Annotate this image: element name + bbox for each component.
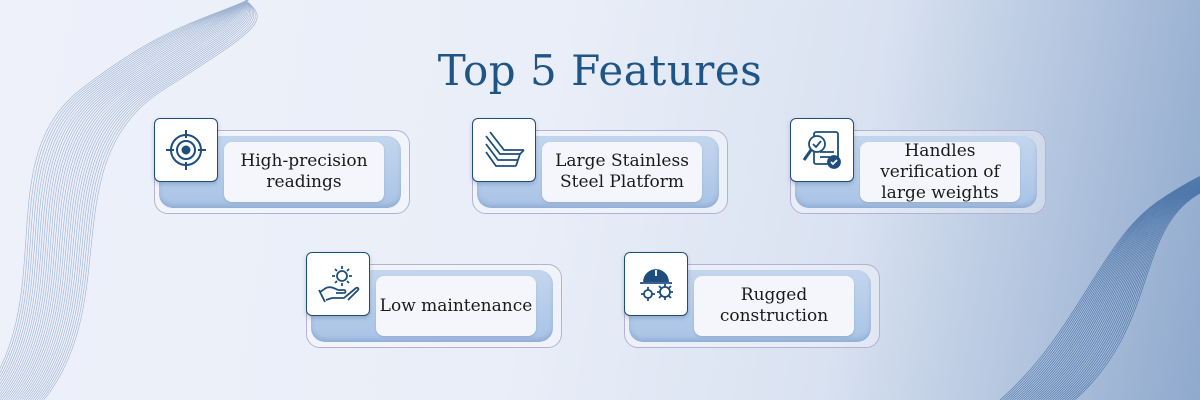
target-icon [154,118,218,182]
feature-card-high-precision: High-precision readings [154,118,410,214]
feature-label: Rugged construction [694,276,854,336]
feature-label: Large Stainless Steel Platform [542,142,702,202]
feature-label: Low maintenance [376,276,536,336]
steel-platform-icon [472,118,536,182]
checklist-search-icon [790,118,854,182]
feature-card-large-weights: Handles verification of large weights [790,118,1046,214]
feature-label: High-precision readings [224,142,384,202]
feature-card-rugged: Rugged construction [624,252,880,348]
feature-card-low-maintenance: Low maintenance [306,252,562,348]
feature-card-steel-platform: Large Stainless Steel Platform [472,118,728,214]
helmet-gears-icon [624,252,688,316]
feature-label: Handles verification of large weights [860,141,1020,203]
hand-gear-icon [306,252,370,316]
page-title: Top 5 Features [437,46,763,95]
